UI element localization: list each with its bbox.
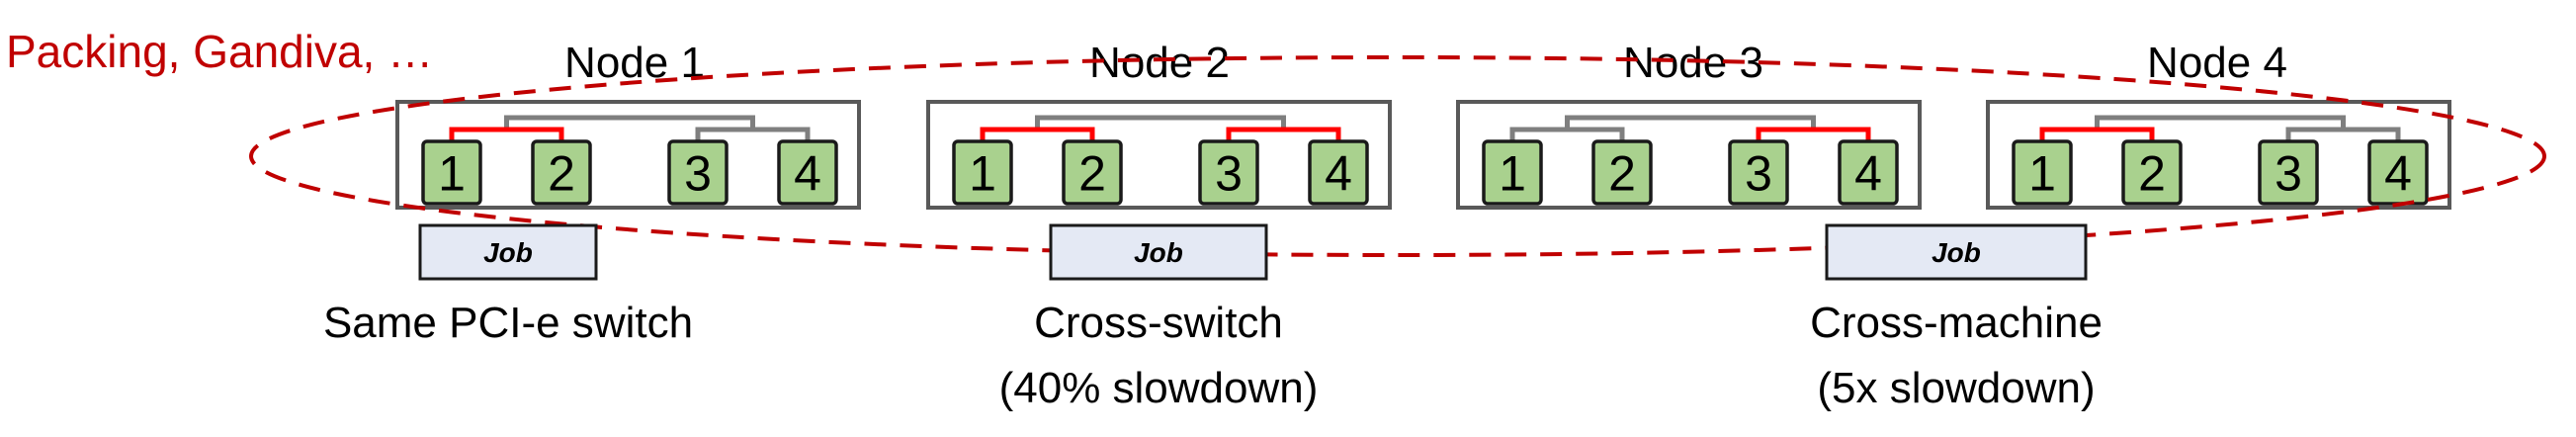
node-frame [395, 100, 861, 210]
root-switch-link [1565, 115, 1816, 130]
gpu-box [777, 139, 838, 206]
gpu-label: 3 [2275, 146, 2302, 202]
right-switch-link [695, 127, 811, 141]
gpu-label: 3 [1745, 146, 1772, 202]
gpu-label: 2 [548, 146, 575, 202]
gpu-box [1838, 139, 1899, 206]
node-label: Node 1 [564, 39, 705, 87]
right-switch-link [1226, 127, 1341, 141]
gpu-box [1591, 139, 1653, 206]
job-caption-line: Cross-switch [1034, 299, 1283, 347]
right-switch-link [1756, 127, 1871, 141]
gpu-label: 2 [1608, 146, 1636, 202]
gpu-box [1482, 139, 1543, 206]
gpu-box [1062, 139, 1123, 206]
node-frame [1456, 100, 1922, 210]
node-4: Node 4 1 2 3 4 [1986, 39, 2451, 210]
node-label: Node 2 [1089, 39, 1230, 87]
left-switch-link [449, 127, 564, 141]
job-caption-line: (5x slowdown) [1817, 364, 2095, 412]
gpu-box [667, 139, 729, 206]
job-box [418, 223, 598, 281]
node-1: Node 1 1 2 3 4 [395, 39, 861, 210]
gpu-label: 3 [1215, 146, 1243, 202]
gpu-box [1728, 139, 1789, 206]
job-box [1049, 223, 1268, 281]
cluster-boundary-ellipse [249, 55, 2546, 257]
job-label: Job [1134, 237, 1183, 268]
job-caption-line: (40% slowdown) [999, 364, 1319, 412]
gpu-label: 4 [1325, 146, 1352, 202]
root-switch-link [2095, 115, 2346, 130]
right-switch-link [2285, 127, 2401, 141]
node-2: Node 2 1 2 3 4 [926, 39, 1392, 210]
root-switch-link [1035, 115, 1286, 130]
left-switch-link [980, 127, 1095, 141]
gpu-box [1198, 139, 1259, 206]
node-label: Node 4 [2147, 39, 2287, 87]
job-caption-line: Same PCI-e switch [323, 299, 693, 347]
job-label: Job [483, 237, 533, 268]
gpu-label: 2 [1078, 146, 1106, 202]
diagram-title: Packing, Gandiva, … [6, 26, 433, 77]
root-switch-link [504, 115, 755, 130]
gpu-box [2012, 139, 2073, 206]
node-frame [926, 100, 1392, 210]
gpu-box [952, 139, 1013, 206]
gpu-label: 1 [2028, 146, 2056, 202]
gpu-box [2121, 139, 2183, 206]
job-caption-line: Cross-machine [1810, 299, 2103, 347]
gpu-label: 1 [969, 146, 996, 202]
gpu-box [421, 139, 482, 206]
gpu-box [2258, 139, 2319, 206]
node-frame [1986, 100, 2451, 210]
job-label: Job [1932, 237, 1981, 268]
left-switch-link [2039, 127, 2155, 141]
gpu-label: 4 [2384, 146, 2412, 202]
gpu-box [1308, 139, 1369, 206]
left-switch-link [1509, 127, 1625, 141]
job-box [1825, 223, 2088, 281]
gpu-label: 4 [1854, 146, 1882, 202]
gpu-label: 4 [794, 146, 821, 202]
gpu-box [531, 139, 592, 206]
gpu-label: 1 [438, 146, 466, 202]
gpu-label: 1 [1499, 146, 1526, 202]
gpu-label: 3 [684, 146, 712, 202]
gpu-label: 2 [2138, 146, 2166, 202]
